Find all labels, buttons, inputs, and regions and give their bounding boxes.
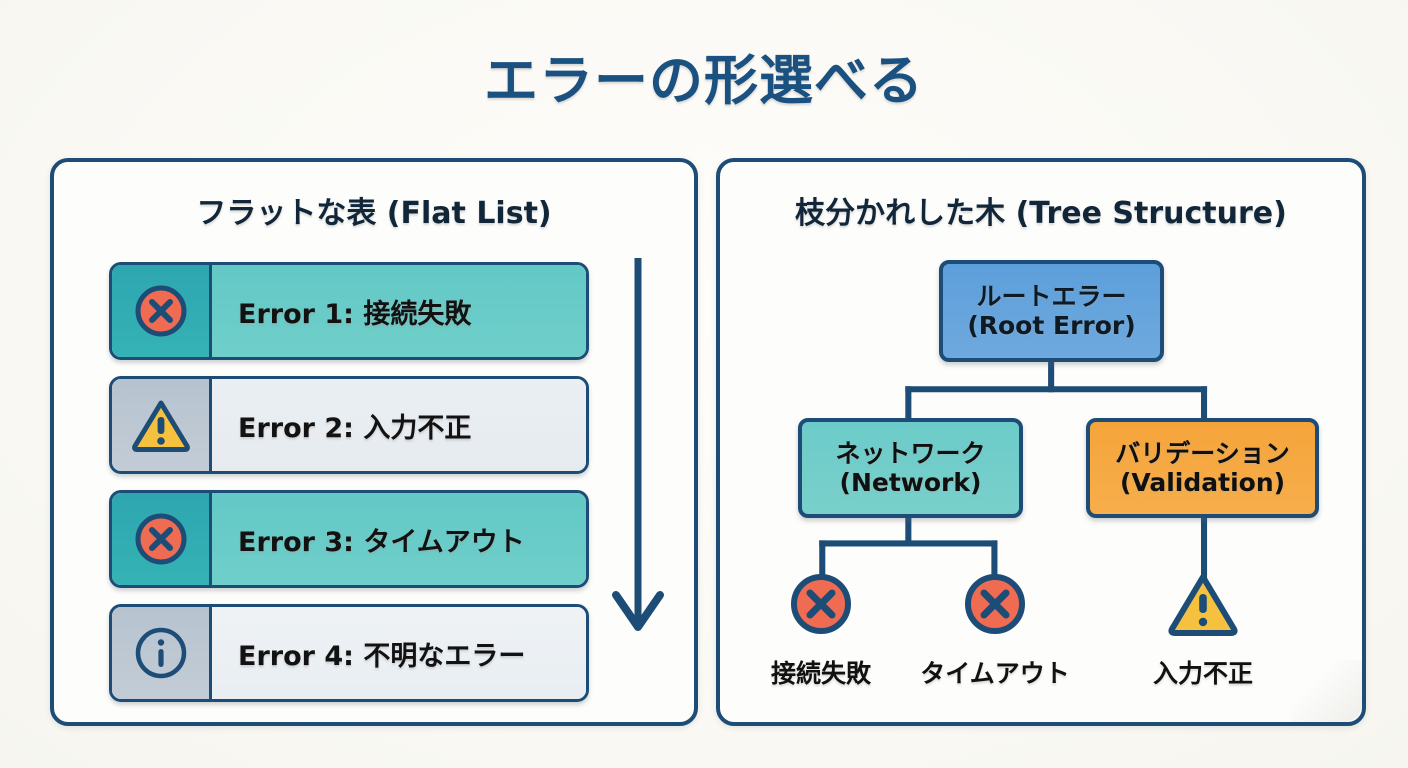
error-circle-x-icon bbox=[112, 493, 212, 585]
error-circle-x-icon bbox=[961, 570, 1029, 642]
list-item-label: Error 2: 入力不正 bbox=[212, 379, 586, 471]
flat-list-panel: フラットな表 (Flat List) Error 1: 接続失敗 bbox=[50, 158, 698, 726]
page-title: エラーの形選べる bbox=[484, 49, 924, 112]
tree-node-line2: (Network) bbox=[839, 468, 982, 497]
tree-leaf-label: 入力不正 bbox=[1152, 659, 1253, 688]
corner-fade-artifact bbox=[1292, 660, 1362, 722]
tree-node-line2: (Root Error) bbox=[967, 311, 1136, 340]
warning-triangle-icon bbox=[112, 379, 212, 471]
tree-node-network[interactable]: ネットワーク (Network) bbox=[798, 418, 1023, 518]
arrow-down-icon bbox=[610, 254, 666, 648]
tree-leaf-label: タイムアウト bbox=[920, 659, 1070, 688]
list-item[interactable]: Error 3: タイムアウト bbox=[109, 490, 589, 588]
tree-node-line1: ルートエラー bbox=[976, 281, 1127, 311]
list-item[interactable]: Error 1: 接続失敗 bbox=[109, 262, 589, 360]
tree-structure-panel: 枝分かれした木 (Tree Structure) ルー bbox=[716, 158, 1366, 726]
list-item-label: Error 4: 不明なエラー bbox=[212, 607, 586, 699]
tree-node-line2: (Validation) bbox=[1119, 468, 1286, 497]
error-circle-x-icon bbox=[112, 265, 212, 357]
tree-leaf-label: 接続失敗 bbox=[770, 659, 871, 688]
list-item[interactable]: Error 2: 入力不正 bbox=[109, 376, 589, 474]
tree-leaf-connection-failure[interactable]: 接続失敗 bbox=[736, 570, 906, 690]
list-item-label: Error 3: タイムアウト bbox=[212, 493, 586, 585]
warning-triangle-icon bbox=[1166, 570, 1240, 642]
tree-node-root-error[interactable]: ルートエラー (Root Error) bbox=[939, 260, 1164, 362]
tree-leaf-timeout[interactable]: タイムアウト bbox=[910, 570, 1080, 690]
tree-node-line1: バリデーション bbox=[1115, 438, 1290, 468]
error-circle-x-icon bbox=[787, 570, 855, 642]
tree-leaf-invalid-input[interactable]: 入力不正 bbox=[1118, 570, 1288, 690]
info-circle-icon bbox=[112, 607, 212, 699]
tree-node-line1: ネットワーク bbox=[835, 438, 986, 468]
tree-node-validation[interactable]: バリデーション (Validation) bbox=[1086, 418, 1319, 518]
list-item-label: Error 1: 接続失敗 bbox=[212, 265, 586, 357]
flat-list-heading: フラットな表 (Flat List) bbox=[196, 196, 552, 231]
tree-structure-heading: 枝分かれした木 (Tree Structure) bbox=[795, 196, 1287, 231]
flat-list-rows: Error 1: 接続失敗 Error 2: 入力不正 bbox=[109, 262, 589, 718]
list-item[interactable]: Error 4: 不明なエラー bbox=[109, 604, 589, 702]
